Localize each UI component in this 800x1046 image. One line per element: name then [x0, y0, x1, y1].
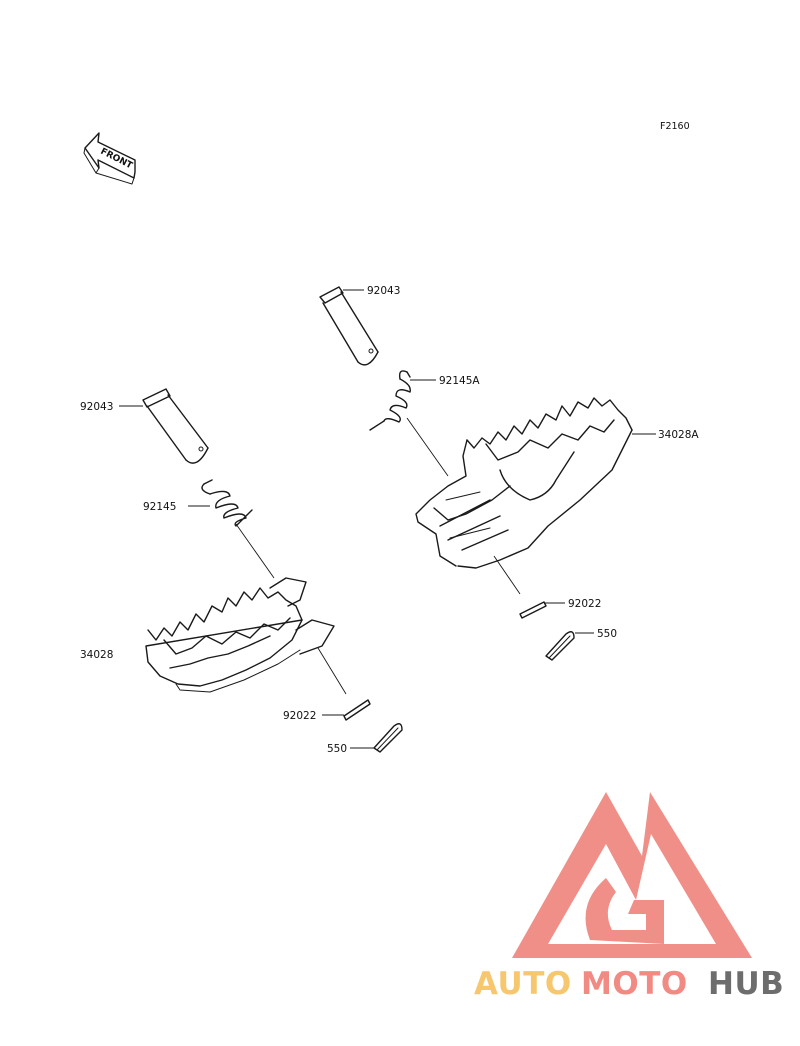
- label-right-spring: 92145A: [439, 375, 480, 387]
- right-spring-pin: [519, 601, 547, 619]
- left-pin: [142, 388, 209, 464]
- left-spring: [201, 479, 253, 527]
- left-spring-pin: [343, 699, 371, 721]
- automotohub-logo: [512, 792, 752, 958]
- automotohub-wordmark: AUTO MOTO HUB: [474, 966, 784, 1002]
- logo-word-moto: MOTO: [581, 966, 688, 1002]
- right-spring: [369, 370, 411, 431]
- right-cotter-pin: [545, 631, 575, 661]
- label-left-spring: 92145: [143, 501, 176, 513]
- label-right-footpeg: 34028A: [658, 429, 699, 441]
- label-right-spring-pin: 92022: [568, 598, 601, 610]
- logo-word-auto: AUTO: [474, 966, 572, 1002]
- figure-code: F2160: [660, 121, 690, 132]
- label-left-cotter-pin: 550: [327, 743, 347, 755]
- label-left-pin: 92043: [80, 401, 113, 413]
- label-left-footpeg: 34028: [80, 649, 113, 661]
- front-arrow-icon: FRONT: [83, 132, 136, 185]
- label-right-cotter-pin: 550: [597, 628, 617, 640]
- right-pin: [319, 286, 379, 366]
- left-cotter-pin: [373, 723, 403, 753]
- label-right-pin: 92043: [367, 285, 400, 297]
- right-footpeg: [415, 397, 633, 569]
- logo-word-hub: HUB: [708, 966, 784, 1002]
- label-left-spring-pin: 92022: [283, 710, 316, 722]
- left-footpeg: [145, 577, 335, 693]
